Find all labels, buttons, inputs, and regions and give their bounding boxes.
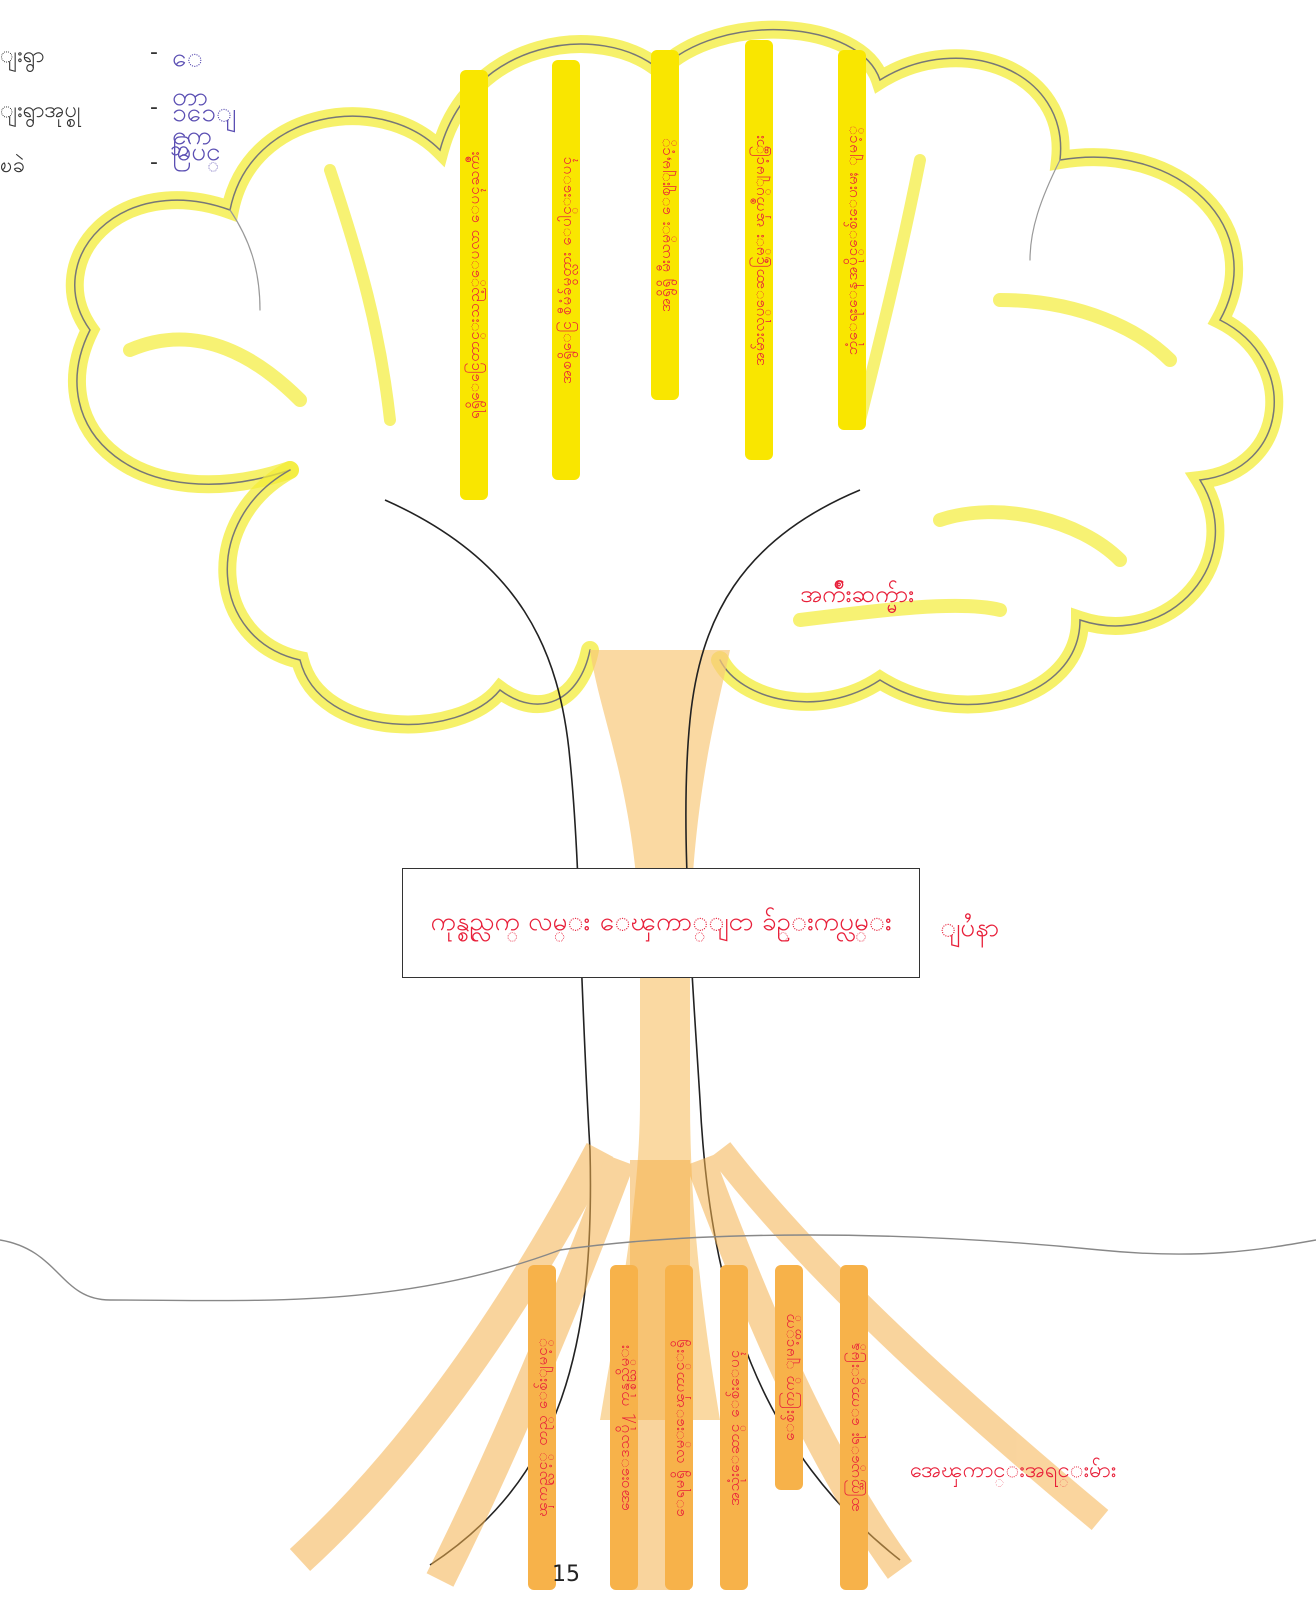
leaf-strip: အမ်ားလုပ္ေဆာင္စြမ္း ၾကဳပ္ျမင့္ထြား xyxy=(745,40,773,460)
form-field-village: ျးရွာ - ေတာင္ဘက xyxy=(0,40,44,73)
leaf-strip-text: အစရွိေငြ စီမံခ်မွတ္လား ေပါင္းေပၚ xyxy=(552,60,580,480)
leaf-strip-text: အရွိရွိ မီးယမ္း ေဈးျမႇင့္ xyxy=(651,50,679,400)
root-strip-text: ၾကည္လင့္ တည္ ေစ်းျမင့္ xyxy=(528,1265,556,1590)
form-label: ၿခဲ xyxy=(0,153,25,178)
leaf-strip-text: အမ်ားလုပ္ေဆာင္စြမ္း ၾကဳပ္ျမင့္ထြား xyxy=(745,40,773,460)
leaves-label: အက်ိဳးဆက္မ်ား xyxy=(800,578,914,614)
form-value: ၁၁ေျမြပင္ xyxy=(172,95,236,173)
form-dash: - xyxy=(150,150,158,175)
form-label: ျးရွာ xyxy=(0,43,44,68)
leaf-strip: ရရွိေငြေတာင္းသည့္ေပလာ ေပၚႀကိဳး xyxy=(460,70,488,500)
root-strip: အေဝးေဒသပို႔ ကုန္စည္သိမ္း xyxy=(610,1265,638,1590)
roots-label: အေၾကာင္းအရင္းမ်ား xyxy=(910,1455,1116,1488)
problem-label: ျပႆနာ xyxy=(940,910,999,949)
leaf-strip: အစရွိေငြ စီမံခ်မွတ္လား ေပါင္းေပၚ xyxy=(552,60,580,480)
core-problem-text: ကုန္စည္လက္ လမ္း ေၾကာ္ျငာ ခ်ဥ္းကပ္လမ္း xyxy=(430,904,891,943)
core-problem-box: ကုန္စည္လက္ လမ္း ေၾကာ္ျငာ ခ်ဥ္းကပ္လမ္း xyxy=(402,868,920,978)
form-label: ျးရွာအုပ္စု xyxy=(0,98,80,123)
root-strip-text: ေရမရွိ လမ္းေၾကာင္းရွိ xyxy=(665,1265,693,1590)
leaf-strip-text: ဘုံေရႊေနအပိုင္ေစ်းေပးမႈ ျမင့္ xyxy=(838,50,866,430)
page-number: 15 xyxy=(552,1562,580,1587)
leaf-strip: အရွိရွိ မီးယမ္း ေဈးျမႇင့္ xyxy=(651,50,679,400)
leaf-strip: ဘုံေရႊေနအပိုင္ေစ်းေပးမႈ ျမင့္ xyxy=(838,50,866,430)
root-strip: အသုံးေဆာင္ ေစ်းေပၚ xyxy=(720,1265,748,1590)
root-strip-text: အသုံးေဆာင္ ေစ်းေပၚ xyxy=(720,1265,748,1590)
root-strip: ဆက္သြယ္ေရး ေကာင္းမြန္ xyxy=(840,1265,868,1590)
root-strip: ၾကည္လင့္ တည္ ေစ်းျမင့္ xyxy=(528,1265,556,1590)
root-strip: ေရမရွိ လမ္းေၾကာင္းရွိ xyxy=(665,1265,693,1590)
root-strip-text: ဆက္သြယ္ေရး ေကာင္းမြန္ xyxy=(840,1265,868,1590)
form-dash: - xyxy=(150,95,158,120)
form-field-township: ၿခဲ - xyxy=(0,150,25,183)
root-strip: ေစ်းကြက္ ျမင့္တက္ xyxy=(775,1265,803,1490)
form-field-village-tract: ျးရွာအုပ္စု - ၁၁ေျမြပင္ xyxy=(0,95,80,128)
form-dash: - xyxy=(150,40,158,65)
leaf-strip-text: ရရွိေငြေတာင္းသည့္ေပလာ ေပၚႀကိဳး xyxy=(460,70,488,500)
root-strip-text: အေဝးေဒသပို႔ ကုန္စည္သိမ္း xyxy=(610,1265,638,1590)
root-strip-text: ေစ်းကြက္ ျမင့္တက္ xyxy=(775,1265,803,1490)
